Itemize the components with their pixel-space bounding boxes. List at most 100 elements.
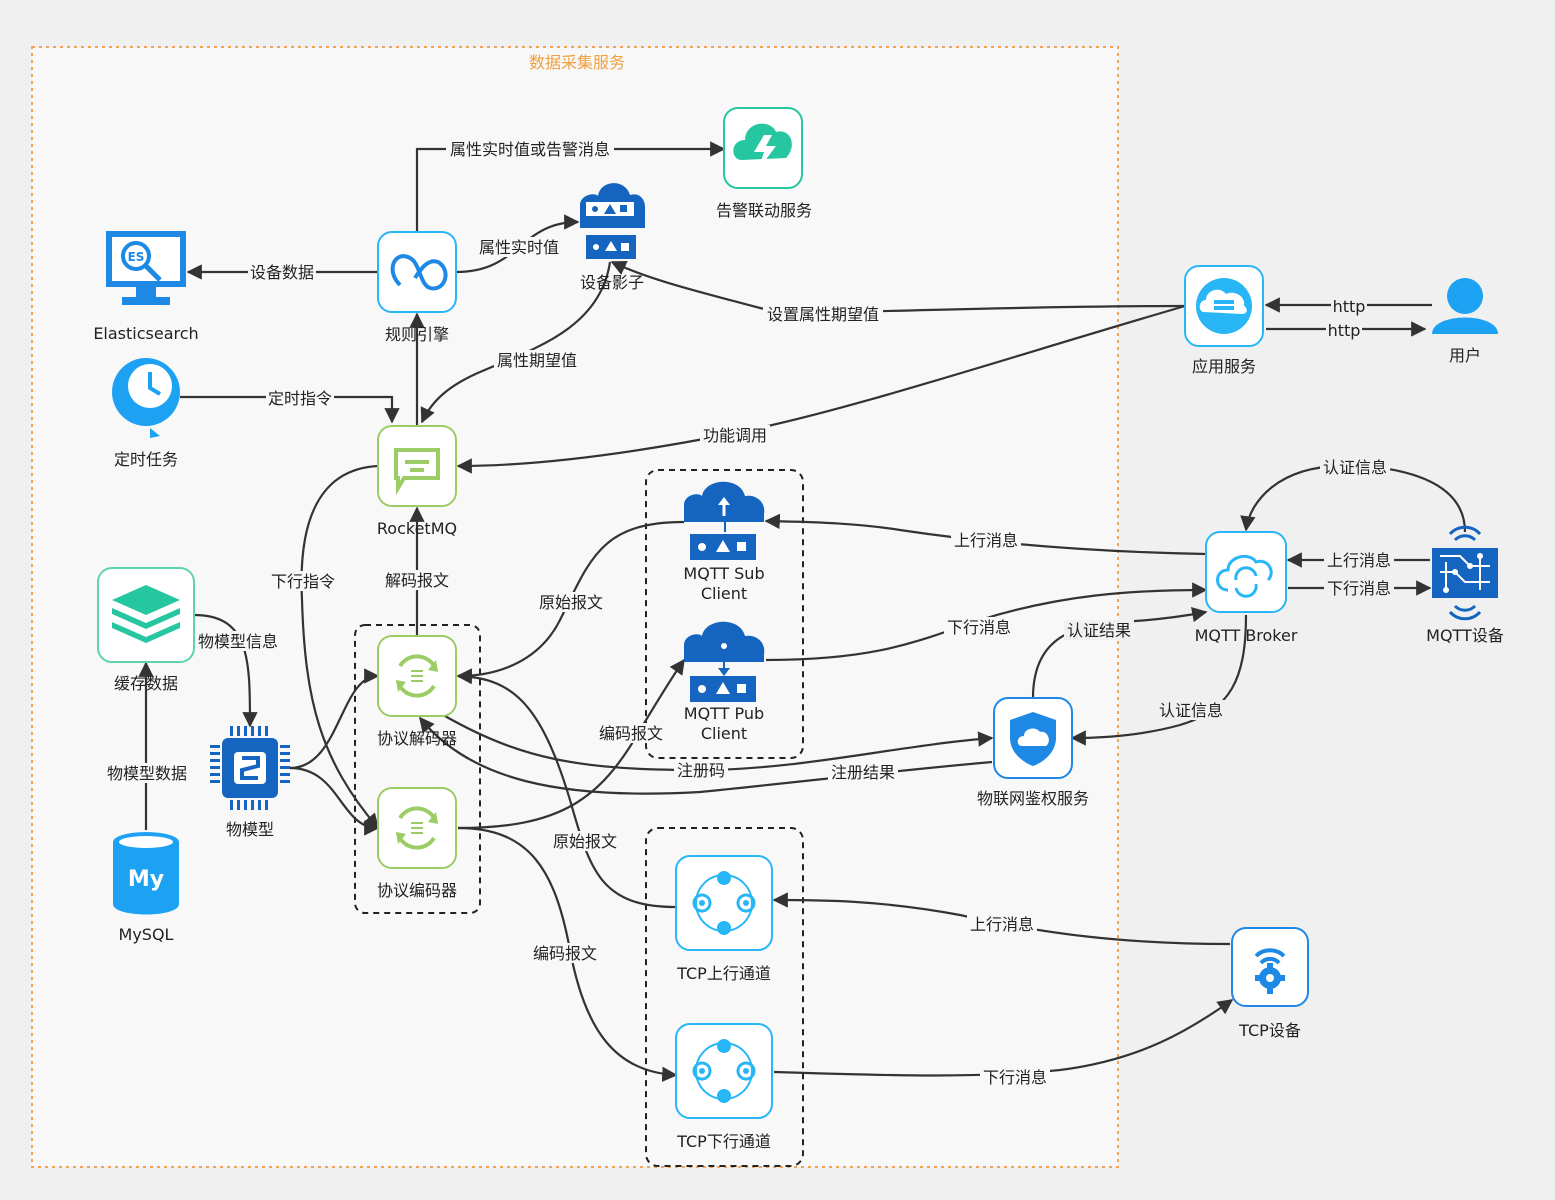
edge-tcp-down-to-device: [773, 999, 1234, 1077]
edge-label-mysql-to-cache: 物模型数据: [107, 764, 187, 783]
message-queue-icon: [377, 425, 457, 507]
edge-model-to-decoder: [289, 668, 380, 770]
tcp-down-channel-label: TCP下行通道: [676, 1132, 771, 1151]
mqtt-broker-label: MQTT Broker: [1195, 626, 1298, 645]
edge-timer-to-mq: [180, 395, 400, 424]
thing-model-node[interactable]: 物模型: [210, 726, 290, 839]
edge-label-shadow-to-mq: 属性期望值: [497, 351, 577, 370]
rule-engine-label: 规则引擎: [385, 325, 449, 344]
mqtt-sub-client-node[interactable]: MQTT Sub Client: [683, 481, 765, 603]
mqtt-pub-client-label-line1: MQTT Pub: [684, 704, 764, 723]
mqtt-pub-client-label-line2: Client: [701, 724, 747, 743]
edge-label-device-auth: 认证信息: [1323, 458, 1387, 477]
cache-data-label: 缓存数据: [114, 674, 178, 693]
edge-label-encoder-to-tcp-down: 编码报文: [533, 944, 597, 963]
network-nodes-icon: [675, 1023, 773, 1119]
alarm-service-label: 告警联动服务: [716, 201, 812, 220]
edge-register-result: [419, 716, 993, 795]
edge-label-user-to-app: http: [1333, 297, 1366, 316]
edge-label-auth-info: 认证信息: [1159, 701, 1223, 720]
iot-auth-service-node[interactable]: 物联网鉴权服务: [977, 697, 1089, 808]
tcp-device-node[interactable]: TCP设备: [1231, 927, 1309, 1040]
tcp-channel-group: [645, 827, 804, 1167]
container-title: 数据采集服务: [529, 53, 625, 72]
thing-model-label: 物模型: [226, 820, 274, 839]
cloud-upload-icon: [684, 481, 765, 560]
elasticsearch-node[interactable]: ES Elasticsearch: [93, 231, 199, 343]
circuit-board-icon: [1432, 525, 1498, 621]
rocketmq-label: RocketMQ: [377, 519, 457, 538]
protocol-encoder-label: 协议编码器: [377, 881, 457, 900]
device-shadow-label: 设备影子: [580, 273, 644, 292]
protocol-encoder-node[interactable]: 协议编码器: [377, 787, 457, 900]
svg-text:My: My: [128, 867, 164, 892]
edge-rule-to-alarm: [415, 141, 726, 232]
iot-auth-service-label: 物联网鉴权服务: [977, 789, 1089, 808]
cloud-sync-icon: [1205, 531, 1287, 613]
user-icon: [1432, 278, 1498, 334]
edge-label-rule-to-es: 设备数据: [250, 263, 314, 282]
mqtt-pub-client-node[interactable]: MQTT Pub Client: [684, 621, 765, 743]
edge-tcp-up-to-decoder: [456, 668, 677, 909]
timer-task-node[interactable]: 定时任务: [112, 358, 180, 469]
database-icon: My: [113, 832, 179, 915]
edge-label-encoder-to-pub: 编码报文: [599, 724, 663, 743]
edge-sub-to-decoder: [456, 520, 685, 684]
edge-label-timer-to-mq: 定时指令: [268, 389, 332, 408]
mqtt-device-node[interactable]: MQTT设备: [1426, 525, 1504, 645]
edge-mq-down: [300, 464, 379, 830]
edge-label-broker-to-sub: 上行消息: [954, 531, 1018, 550]
cache-data-node[interactable]: 缓存数据: [97, 567, 195, 693]
edge-label-pub-to-broker: 下行消息: [947, 618, 1011, 637]
edge-label-register-result: 注册结果: [831, 763, 895, 782]
rocketmq-node[interactable]: RocketMQ: [377, 425, 457, 538]
edge-label-sub-to-decoder: 原始报文: [539, 593, 603, 612]
device-shadow-node[interactable]: 设备影子: [580, 183, 646, 292]
protocol-decoder-label: 协议解码器: [377, 729, 457, 748]
edge-label-tcp-down-to-device: 下行消息: [983, 1068, 1047, 1087]
edge-label-broker-down: 下行消息: [1327, 579, 1391, 598]
edge-label-rule-to-alarm: 属性实时值或告警消息: [450, 140, 610, 159]
user-label: 用户: [1449, 346, 1481, 365]
elasticsearch-icon: ES: [106, 231, 186, 305]
tcp-up-channel-node[interactable]: TCP上行通道: [675, 855, 773, 983]
user-node[interactable]: 用户: [1432, 278, 1498, 365]
rule-engine-node[interactable]: 规则引擎: [377, 231, 457, 344]
edge-broker-to-sub: [764, 513, 1207, 556]
cloud-download-icon: [684, 621, 765, 702]
edge-label-mq-down: 下行指令: [271, 572, 335, 591]
mqtt-sub-client-label-line2: Client: [701, 584, 747, 603]
chip-icon: [210, 726, 290, 810]
protocol-decoder-node[interactable]: 协议解码器: [377, 635, 457, 748]
edge-label-app-to-user: http: [1328, 321, 1361, 340]
edge-label-auth-result: 认证结果: [1067, 621, 1131, 640]
network-nodes-icon: [675, 855, 773, 951]
edge-label-cache-to-model: 物模型信息: [198, 632, 278, 651]
edge-label-app-to-shadow: 设置属性期望值: [767, 305, 879, 324]
codec-group: [354, 624, 481, 914]
alarm-service-node[interactable]: 告警联动服务: [716, 107, 812, 220]
edge-label-app-to-mq: 功能调用: [703, 426, 767, 445]
edge-encoder-to-pub: [457, 658, 685, 830]
app-service-node[interactable]: 应用服务: [1184, 265, 1264, 376]
mqtt-broker-node[interactable]: MQTT Broker: [1195, 531, 1298, 645]
edge-label-tcp-device-up: 上行消息: [970, 915, 1034, 934]
elasticsearch-label: Elasticsearch: [93, 324, 198, 343]
edge-model-to-encoder: [289, 766, 380, 836]
edge-auth-info: [1070, 614, 1248, 746]
tcp-device-label: TCP设备: [1238, 1021, 1301, 1040]
edge-labels: 设备数据 属性实时值或告警消息 属性实时值 设置属性期望值 属性期望值 定时指令…: [104, 139, 1394, 1087]
cloud-server-icon: [580, 183, 646, 259]
edge-label-device-up: 上行消息: [1327, 551, 1391, 570]
clock-icon: [112, 358, 180, 438]
tcp-up-channel-label: TCP上行通道: [676, 964, 771, 983]
edge-label-register-code: 注册码: [677, 761, 725, 780]
tcp-down-channel-node[interactable]: TCP下行通道: [675, 1023, 773, 1151]
mysql-label: MySQL: [119, 925, 174, 944]
mysql-node[interactable]: My MySQL: [113, 832, 179, 944]
timer-task-label: 定时任务: [114, 450, 178, 469]
mqtt-sub-client-label-line1: MQTT Sub: [683, 564, 764, 583]
edge-label-decoder-to-mq: 解码报文: [385, 571, 449, 590]
mqtt-device-label: MQTT设备: [1426, 626, 1504, 645]
edge-label-rule-to-shadow: 属性实时值: [479, 238, 559, 257]
